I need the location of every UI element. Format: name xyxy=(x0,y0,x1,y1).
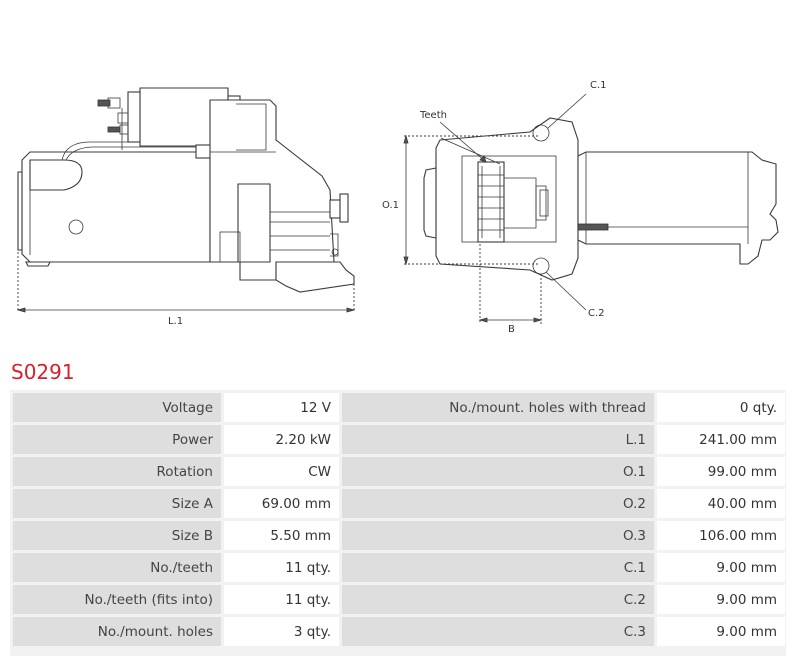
spec-value: 2.20 kW xyxy=(224,425,339,454)
spec-value: 241.00 mm xyxy=(657,425,785,454)
spec-label: Rotation xyxy=(13,457,221,486)
spec-value: 12 V xyxy=(224,393,339,422)
spec-label: O.3 xyxy=(342,521,654,550)
table-row: No./teeth 11 qty. C.1 9.00 mm xyxy=(13,553,785,582)
spec-value: CW xyxy=(224,457,339,486)
spec-label: C.2 xyxy=(342,585,654,614)
label-c2: C.2 xyxy=(588,308,605,319)
table-row: Voltage 12 V No./mount. holes with threa… xyxy=(13,393,785,422)
spec-label: No./teeth xyxy=(13,553,221,582)
label-l1: L.1 xyxy=(168,316,183,327)
spec-label: C.1 xyxy=(342,553,654,582)
front-view: O.1 B Teeth C.1 C.2 xyxy=(382,80,779,335)
spec-value: 40.00 mm xyxy=(657,489,785,518)
spec-label: C.3 xyxy=(342,617,654,646)
spec-label: No./mount. holes with thread xyxy=(342,393,654,422)
starter-motor-drawing: L.1 O.1 B xyxy=(16,80,779,335)
spec-label: Voltage xyxy=(13,393,221,422)
spec-value: 69.00 mm xyxy=(224,489,339,518)
table-row: Size B 5.50 mm O.3 106.00 mm xyxy=(13,521,785,550)
table-row: Rotation CW O.1 99.00 mm xyxy=(13,457,785,486)
spec-label: No./mount. holes xyxy=(13,617,221,646)
spec-value: 99.00 mm xyxy=(657,457,785,486)
specs-table: Voltage 12 V No./mount. holes with threa… xyxy=(10,390,788,649)
table-row: Power 2.20 kW L.1 241.00 mm xyxy=(13,425,785,454)
spec-label: No./teeth (fits into) xyxy=(13,585,221,614)
spec-value: 5.50 mm xyxy=(224,521,339,550)
table-row: Size A 69.00 mm O.2 40.00 mm xyxy=(13,489,785,518)
part-number: S0291 xyxy=(11,360,75,384)
spec-label: O.1 xyxy=(342,457,654,486)
label-teeth: Teeth xyxy=(419,110,447,121)
side-view: L.1 xyxy=(16,87,356,327)
spec-value: 9.00 mm xyxy=(657,617,785,646)
spec-value: 11 qty. xyxy=(224,553,339,582)
label-c1: C.1 xyxy=(590,80,607,91)
spec-value: 0 qty. xyxy=(657,393,785,422)
table-row: No./mount. holes 3 qty. C.3 9.00 mm xyxy=(13,617,785,646)
spec-label: Power xyxy=(13,425,221,454)
spec-label: Size B xyxy=(13,521,221,550)
spec-label: Size A xyxy=(13,489,221,518)
spec-value: 9.00 mm xyxy=(657,585,785,614)
spec-value: 106.00 mm xyxy=(657,521,785,550)
label-b: B xyxy=(508,324,515,335)
spec-value: 9.00 mm xyxy=(657,553,785,582)
spec-label: O.2 xyxy=(342,489,654,518)
spec-label: L.1 xyxy=(342,425,654,454)
table-row: No./teeth (fits into) 11 qty. C.2 9.00 m… xyxy=(13,585,785,614)
spec-value: 11 qty. xyxy=(224,585,339,614)
spec-value: 3 qty. xyxy=(224,617,339,646)
label-o1: O.1 xyxy=(382,200,399,211)
